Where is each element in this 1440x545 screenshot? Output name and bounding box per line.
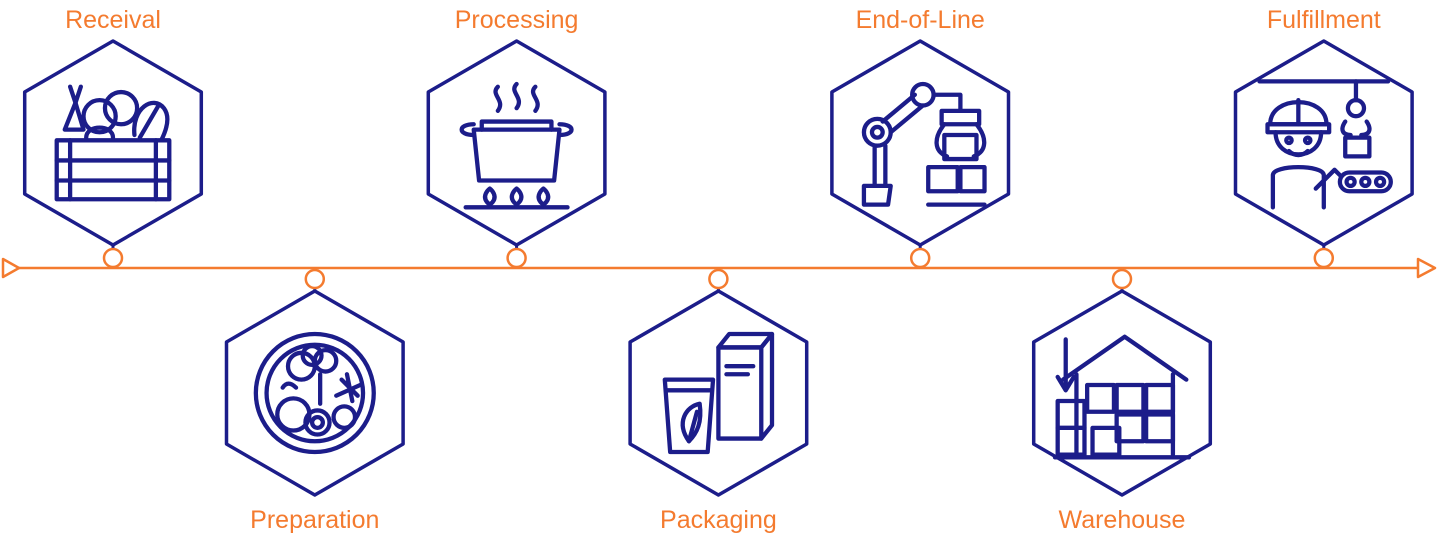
timeline-node — [506, 247, 527, 269]
step-label-fulfillment: Fulfillment — [1266, 6, 1381, 34]
step-preparation — [224, 268, 405, 497]
step-packaging — [628, 268, 809, 497]
timeline-node — [1313, 247, 1335, 269]
timeline-node — [909, 247, 931, 269]
step-hexagon — [1233, 39, 1414, 247]
worker-conveyor-icon — [1257, 79, 1393, 210]
step-warehouse — [1031, 268, 1213, 497]
step-label-processing: Processing — [454, 6, 579, 34]
step-hexagon — [830, 39, 1011, 247]
step-label-receival: Receival — [65, 6, 161, 34]
steps-layer — [22, 39, 1414, 497]
cooking-pot-stove-icon — [459, 81, 574, 210]
timeline-end-arrow-icon — [1416, 257, 1437, 279]
step-hexagon — [224, 289, 405, 497]
step-hexagon — [1031, 289, 1213, 497]
vegetable-crate-icon — [54, 84, 172, 202]
food-plate-icon — [253, 331, 376, 455]
timeline-node — [1111, 268, 1133, 290]
package-cup-box-icon — [662, 331, 775, 455]
timeline-start-arrow-icon — [1, 257, 21, 279]
timeline-axis — [1, 257, 1437, 279]
step-label-warehouse: Warehouse — [1058, 506, 1186, 534]
timeline-node — [304, 268, 326, 290]
step-hexagon — [426, 39, 607, 247]
warehouse-icon — [1052, 334, 1192, 460]
step-label-preparation: Preparation — [250, 506, 380, 534]
timeline-node — [102, 247, 124, 269]
step-hexagon — [22, 39, 204, 247]
step-label-end-of-line: End-of-Line — [855, 6, 985, 34]
timeline-node — [708, 268, 729, 290]
step-fulfillment — [1233, 39, 1414, 269]
step-end-of-line — [830, 39, 1011, 269]
step-processing — [426, 39, 607, 269]
robot-arm-boxes-icon — [861, 81, 987, 207]
step-receival — [22, 39, 204, 269]
step-label-packaging: Packaging — [660, 506, 777, 534]
